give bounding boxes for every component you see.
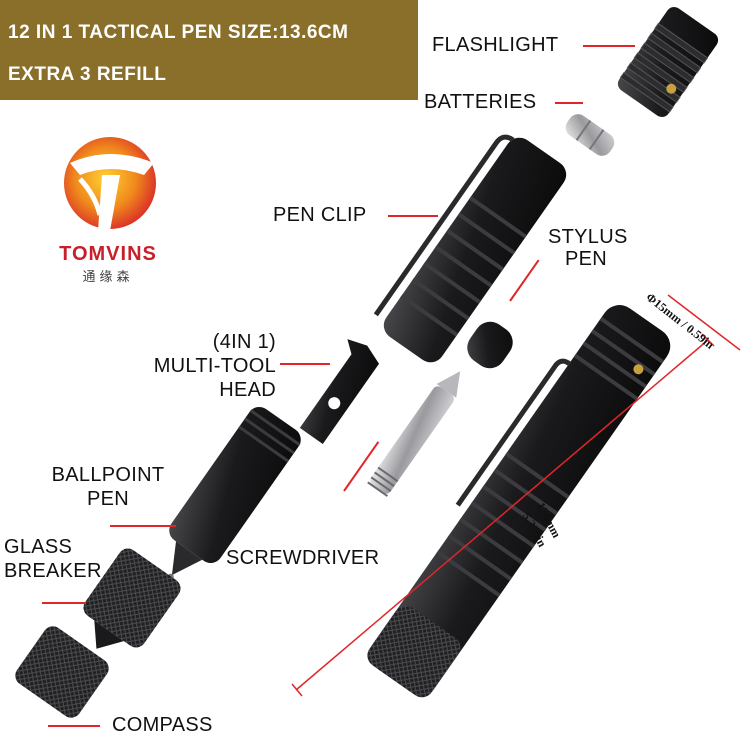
label-batteries: BATTERIES (424, 91, 537, 113)
title-banner: 12 IN 1 TACTICAL PEN SIZE:13.6CM EXTRA 3… (0, 0, 418, 100)
label-flashlight: FLASHLIGHT (432, 34, 559, 56)
leader-batteries (555, 102, 583, 104)
label-multitool-line2: MULTI-TOOL (153, 355, 276, 377)
compass-cap-part (15, 626, 109, 718)
label-pen-clip: PEN CLIP (273, 204, 367, 226)
flashlight-part (617, 6, 719, 118)
banner-subtitle: EXTRA 3 REFILL (8, 64, 167, 85)
leader-glass-breaker (42, 602, 86, 604)
brand-name-chinese: 通缘森 (82, 269, 134, 284)
label-stylus-line2: PEN (564, 248, 608, 270)
leader-multitool (280, 363, 330, 365)
label-ballpoint: BALLPOINT PEN (38, 463, 178, 511)
ballpoint-body-part (167, 406, 301, 580)
batteries-part (565, 114, 615, 156)
label-glass-line2: BREAKER (4, 560, 102, 582)
dimension-lines (291, 294, 741, 697)
leader-ballpoint (110, 525, 176, 527)
banner-title: 12 IN 1 TACTICAL PEN SIZE:13.6CM (8, 22, 349, 43)
label-glass-line1: GLASS (4, 536, 73, 558)
label-multitool-line3: HEAD (219, 379, 276, 401)
label-stylus: STYLUS PEN (548, 226, 628, 270)
label-screwdriver: SCREWDRIVER (226, 547, 380, 569)
label-glass-breaker: GLASS BREAKER (4, 535, 102, 583)
label-ballpoint-line1: BALLPOINT (51, 464, 165, 486)
leader-compass (48, 725, 100, 727)
label-multitool-line1: (4IN 1) (212, 331, 276, 353)
brand-name: TOMVINS (59, 243, 157, 265)
label-ballpoint-line2: PEN (86, 488, 130, 510)
label-compass: COMPASS (112, 714, 213, 736)
pen-body-part (373, 134, 567, 363)
tomvins-sun-logo-icon (64, 137, 156, 231)
label-multitool: (4IN 1) MULTI-TOOL HEAD (124, 330, 276, 402)
screwdriver-bit-part (367, 371, 461, 497)
stylus-tip-part (467, 321, 513, 369)
assembled-pen (367, 305, 671, 698)
multitool-head-part (299, 339, 379, 444)
label-stylus-line1: STYLUS (548, 226, 628, 248)
leader-flashlight (583, 45, 635, 47)
glass-breaker-part (83, 548, 181, 649)
leader-pen-clip (388, 215, 438, 217)
